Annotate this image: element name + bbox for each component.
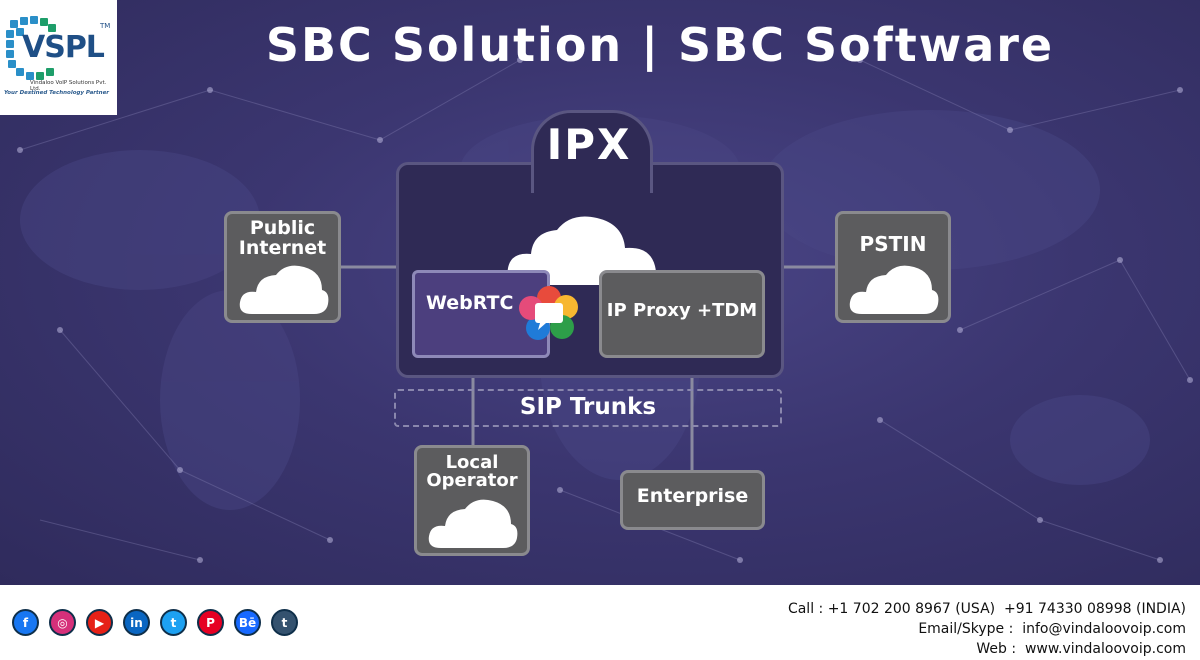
- enterprise-label: Enterprise: [636, 485, 749, 507]
- ipx-tab: [531, 110, 653, 193]
- linkedin-icon[interactable]: in: [123, 609, 150, 636]
- twitter-icon[interactable]: t: [160, 609, 187, 636]
- pinterest-icon[interactable]: P: [197, 609, 224, 636]
- logo-brand: VSPL: [22, 30, 105, 65]
- ip-proxy-label: IP Proxy +TDM: [606, 300, 758, 321]
- logo-tm: TM: [100, 22, 111, 30]
- cloud-icon: [849, 265, 939, 314]
- cloud-icon: [239, 265, 329, 314]
- ipx-tab-joint: [534, 162, 644, 168]
- sip-trunks-label: SIP Trunks: [519, 394, 657, 420]
- cloud-icon: [507, 216, 656, 285]
- logo-company: Vindaloo VoIP Solutions Pvt. Ltd.: [30, 80, 107, 92]
- contact-info: Call : +1 702 200 8967 (USA) +91 74330 0…: [788, 599, 1186, 659]
- cloud-icon: [428, 499, 518, 548]
- pstin-label: PSTIN: [859, 232, 927, 256]
- page-title: SBC Solution | SBC Software: [265, 18, 1055, 72]
- connector-lines: [341, 265, 835, 470]
- ip-proxy-box: [599, 270, 765, 358]
- instagram-icon[interactable]: ◎: [49, 609, 76, 636]
- sip-trunks-box: [394, 389, 782, 427]
- tumblr-icon[interactable]: t: [271, 609, 298, 636]
- facebook-icon[interactable]: f: [12, 609, 39, 636]
- behance-icon[interactable]: Bē: [234, 609, 261, 636]
- contact-email[interactable]: Email/Skype : info@vindaloovoip.com: [918, 621, 1186, 637]
- enterprise-box: [620, 470, 765, 530]
- webrtc-label: WebRTC: [426, 292, 514, 314]
- vspl-logo: VSPL TM Vindaloo VoIP Solutions Pvt. Ltd…: [0, 0, 117, 115]
- youtube-icon[interactable]: ▶: [86, 609, 113, 636]
- contact-call: Call : +1 702 200 8967 (USA) +91 74330 0…: [787, 601, 1186, 617]
- public-internet-label: Public Internet: [238, 217, 327, 259]
- local-operator-label: Local Operator: [426, 452, 518, 491]
- webrtc-logo-icon: [519, 286, 578, 340]
- contact-web[interactable]: Web : www.vindaloovoip.com: [976, 641, 1186, 657]
- globe-logo-icon: [6, 16, 56, 80]
- diagram-banner: SBC Solution | SBC Software IPX WebRTC I…: [0, 0, 1200, 585]
- logo-tagline: Your Destined Technology Partner: [4, 90, 110, 96]
- ipx-label: IPX: [546, 120, 632, 169]
